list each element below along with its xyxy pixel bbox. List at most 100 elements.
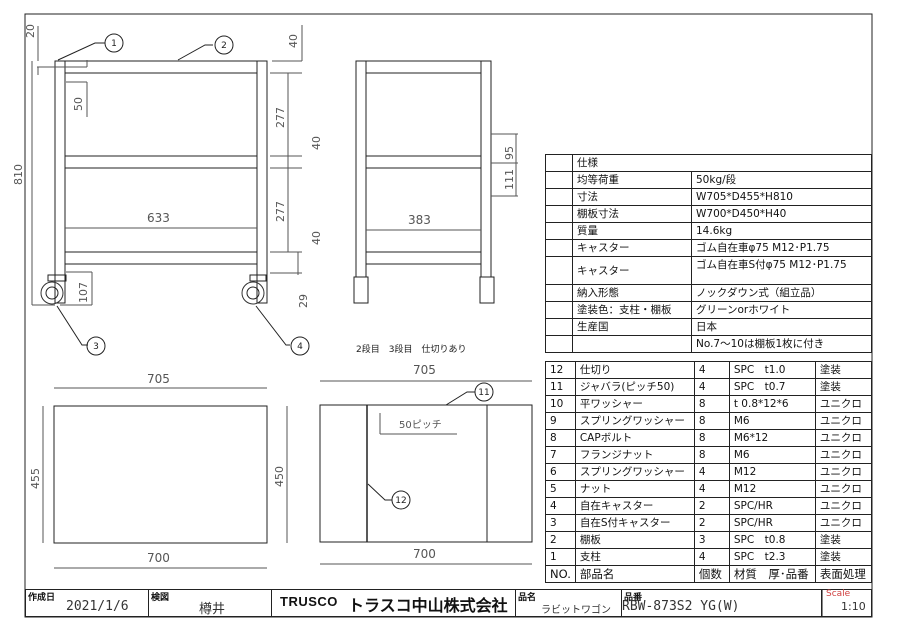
part-finish: ユニクロ — [814, 412, 873, 430]
svg-text:705: 705 — [147, 372, 170, 386]
front-view — [31, 25, 303, 346]
part-name: 自在S付キャスター — [574, 514, 695, 532]
part-no: 7 — [545, 446, 576, 464]
spec-value: グリーンorホワイト — [691, 301, 872, 319]
part-material: SPC/HR — [728, 497, 816, 515]
svg-text:455: 455 — [29, 468, 42, 489]
svg-text:12: 12 — [395, 496, 406, 506]
spec-label: 質量 — [572, 222, 692, 240]
part-no: 6 — [545, 463, 576, 481]
svg-text:277: 277 — [274, 107, 287, 128]
side-view — [353, 60, 518, 304]
part-no: 5 — [545, 480, 576, 498]
svg-text:95: 95 — [503, 146, 516, 160]
part-material: M12 — [728, 463, 816, 481]
spec-label: 寸法 — [572, 188, 692, 206]
svg-text:700: 700 — [413, 547, 436, 561]
part-qty: 3 — [693, 531, 730, 549]
spec-label: キャスター — [572, 239, 692, 257]
svg-text:383: 383 — [408, 213, 431, 227]
part-qty: 4 — [693, 378, 730, 396]
spec-label: 塗装色：支柱・棚板 — [572, 301, 692, 319]
company-name: トラスコ中山株式会社 — [348, 596, 508, 615]
svg-text:2: 2 — [221, 41, 227, 51]
svg-text:40: 40 — [310, 231, 323, 245]
part-material: M12 — [728, 480, 816, 498]
part-finish: ユニクロ — [814, 446, 873, 464]
header-finish: 表面処理 — [814, 565, 873, 583]
part-material: M6 — [728, 446, 816, 464]
svg-text:29: 29 — [297, 294, 310, 308]
svg-text:50ピッチ: 50ピッチ — [399, 419, 442, 431]
trusco-logo: TRUSCO — [280, 594, 338, 609]
spec-value: No.7～10は棚板1枚に付き — [691, 335, 872, 353]
svg-text:11: 11 — [478, 388, 489, 398]
header-qty: 個数 — [693, 565, 730, 583]
part-finish: 塗装 — [814, 548, 873, 566]
spec-value: 14.6kg — [691, 222, 872, 240]
svg-text:107: 107 — [77, 282, 90, 303]
part-qty: 4 — [693, 548, 730, 566]
table-row: キャスターゴム自在車φ75 M12･P1.75 — [545, 239, 872, 257]
spec-label: 納入形態 — [572, 284, 692, 302]
svg-text:3: 3 — [93, 342, 99, 352]
part-qty: 4 — [693, 361, 730, 379]
part-qty: 8 — [693, 395, 730, 413]
part-material: SPC t2.3 — [728, 548, 816, 566]
part-name: ナット — [574, 480, 695, 498]
created-cell: 作成日 2021/1/6 — [26, 590, 149, 616]
part-material: SPC/HR — [728, 514, 816, 532]
part-name: 仕切り — [574, 361, 695, 379]
spec-label: キャスター — [572, 256, 692, 285]
part-no: 9 — [545, 412, 576, 430]
scale-value: 1:10 — [841, 600, 866, 613]
scale-cell: Scale 1:10 — [822, 589, 872, 616]
header-name: 部品名 — [574, 565, 695, 583]
checked-label: 検図 — [151, 593, 170, 603]
part-finish: ユニクロ — [814, 497, 873, 515]
spec-title-row: 仕様 — [545, 154, 872, 172]
part-name: スプリングワッシャー — [574, 412, 695, 430]
svg-text:50: 50 — [72, 97, 85, 111]
part-finish: 塗装 — [814, 531, 873, 549]
part-name: CAPボルト — [574, 429, 695, 447]
plan-view-left — [42, 387, 288, 569]
title-block: 作成日 2021/1/6 検図 樽井 TRUSCO トラスコ中山株式会社 品名 … — [25, 589, 872, 617]
svg-text:700: 700 — [147, 551, 170, 565]
spec-value: ゴム自在車φ75 M12･P1.75 — [691, 239, 872, 257]
part-finish: ユニクロ — [814, 463, 873, 481]
part-finish: ユニクロ — [814, 429, 873, 447]
svg-text:810: 810 — [12, 164, 25, 185]
part-name: 支柱 — [574, 548, 695, 566]
product-name: ラビットワゴン — [541, 605, 611, 616]
part-finish: ユニクロ — [814, 480, 873, 498]
header-material: 材質 厚･品番 — [728, 565, 816, 583]
part-no: 4 — [545, 497, 576, 515]
svg-text:2段目 3段目 仕切りあり: 2段目 3段目 仕切りあり — [356, 343, 466, 355]
product-no-cell: 品番 RBW-873S2 YG(W) — [622, 590, 822, 616]
svg-text:40: 40 — [287, 34, 300, 48]
part-no: 1 — [545, 548, 576, 566]
part-name: ジャバラ(ピッチ50) — [574, 378, 695, 396]
part-material: SPC t0.7 — [728, 378, 816, 396]
spec-value: W705*D455*H810 — [691, 188, 872, 206]
part-material: M6*12 — [728, 429, 816, 447]
part-material: M6 — [728, 412, 816, 430]
table-header-row: NO.部品名個数材質 厚･品番表面処理 — [545, 565, 873, 583]
part-finish: 塗装 — [814, 361, 873, 379]
part-qty: 2 — [693, 514, 730, 532]
part-name: 棚板 — [574, 531, 695, 549]
